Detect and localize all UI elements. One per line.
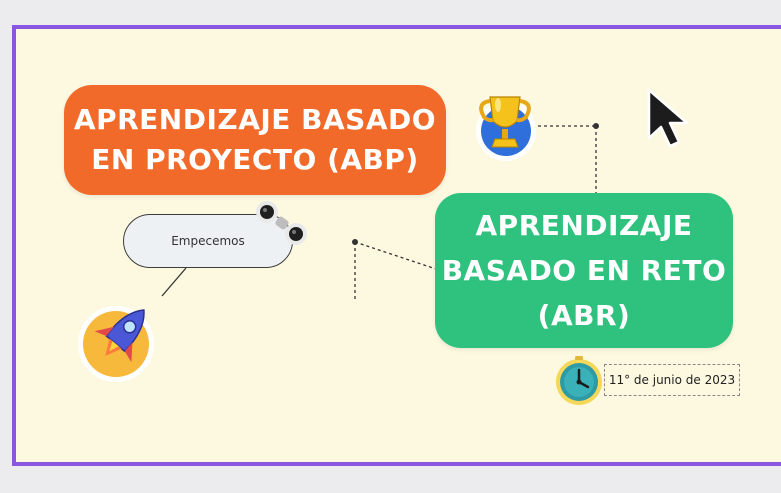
camera-icon: [256, 201, 307, 245]
abr-title-box[interactable]: APRENDIZAJE BASADO EN RETO (ABR): [435, 193, 733, 348]
start-label: Empecemos: [171, 234, 245, 248]
date-label: 11° de junio de 2023: [608, 373, 736, 387]
abr-title: APRENDIZAJE BASADO EN RETO (ABR): [441, 209, 727, 332]
trophy-icon[interactable]: [462, 85, 542, 165]
rocket-icon[interactable]: [76, 298, 164, 384]
clock-icon[interactable]: [555, 354, 607, 408]
abp-title: APRENDIZAJE BASADO EN PROYECTO (ABP): [73, 103, 437, 176]
cursor-icon: [647, 88, 689, 148]
abp-title-box[interactable]: APRENDIZAJE BASADO EN PROYECTO (ABP): [64, 85, 446, 195]
date-box[interactable]: 11° de junio de 2023: [604, 364, 740, 396]
